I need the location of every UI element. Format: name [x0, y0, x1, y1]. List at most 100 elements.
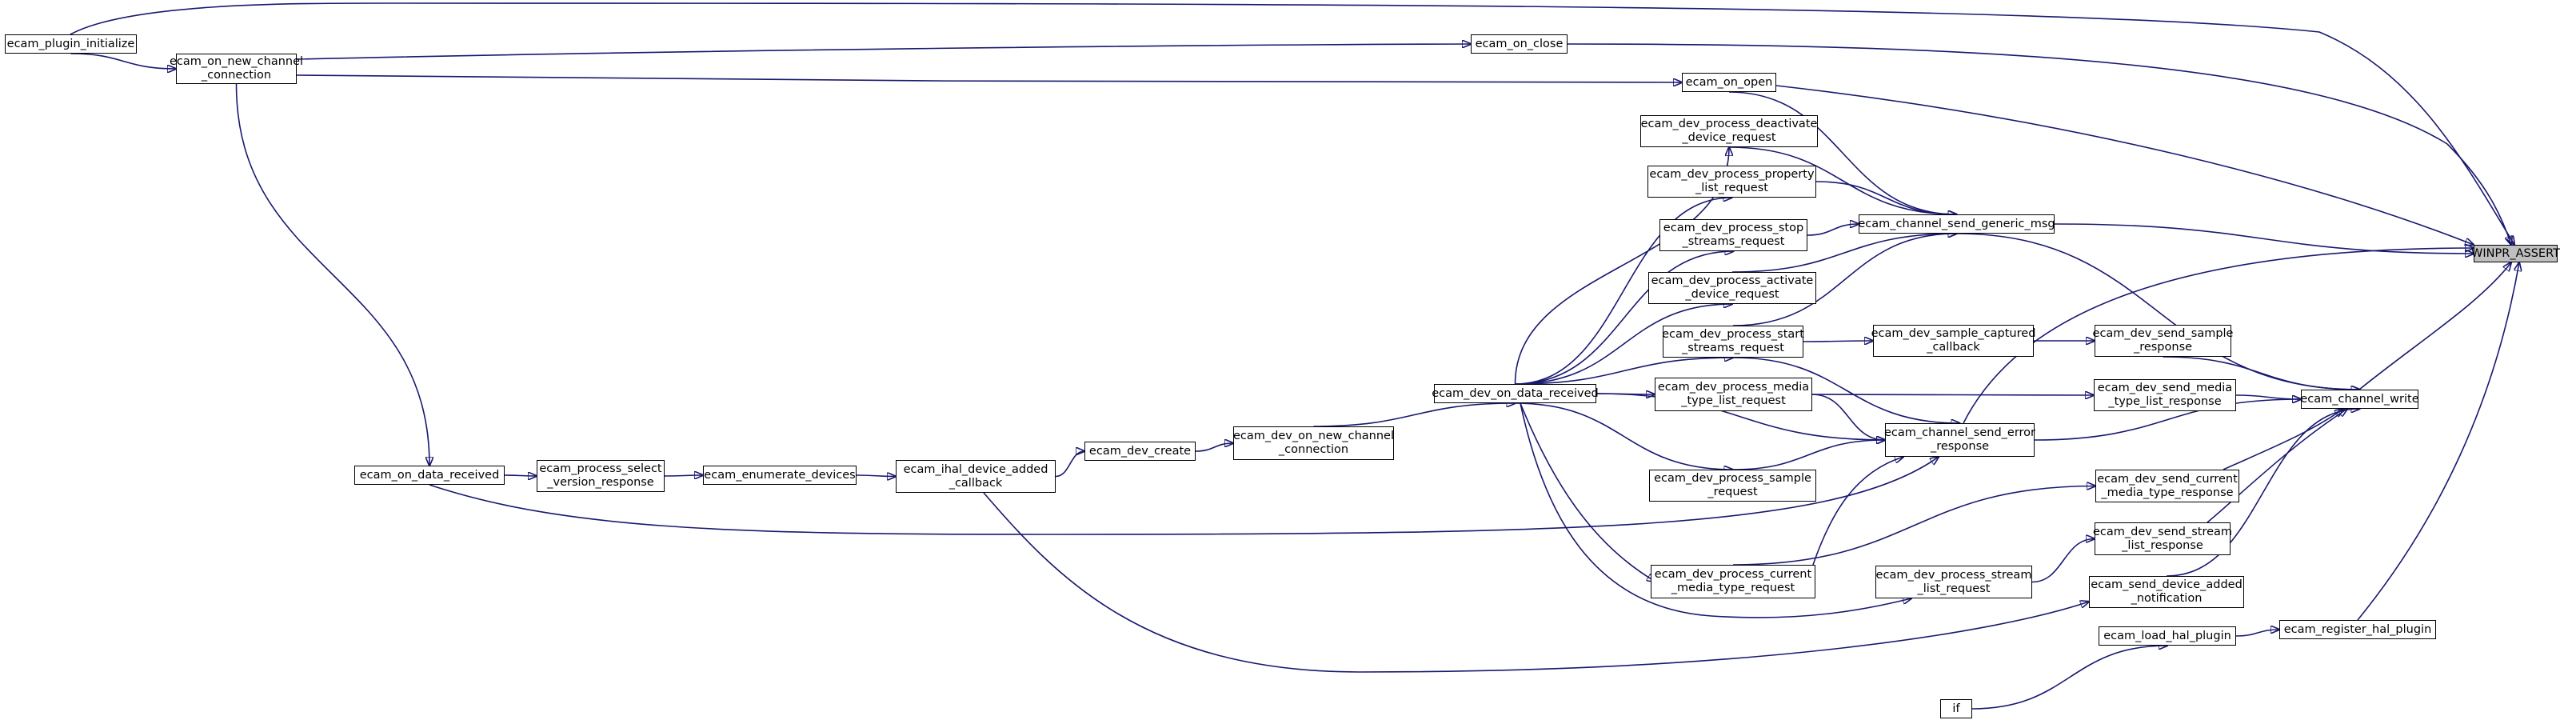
edge-dev-on-data-received-to-property	[1515, 198, 1732, 385]
edge-dev-on-data-received-to-sample-request	[1515, 402, 1733, 470]
node-ecam-dev-send-stream-list-response[interactable]: ecam_dev_send_stream_list_response	[2092, 522, 2233, 555]
node-label-line-1: ecam_dev_process_current	[1654, 568, 1812, 581]
node-label: ecam_register_hal_plugin	[2283, 622, 2432, 636]
edge-send-sample-response-to-channel-write	[2163, 356, 2360, 390]
edge-dev-on-data-received-to-stop-streams	[1515, 251, 1734, 385]
edge-sample-request-to-channel-send-error	[1732, 440, 1886, 470]
edge-ihal-device-added-to-dev-create	[1055, 451, 1084, 478]
edge-media-type-list-to-send-media-type-list	[1811, 394, 2094, 395]
edge-media-type-list-to-channel-send-error	[1811, 394, 1885, 440]
node-ecam-dev-send-media-type-list-response[interactable]: ecam_dev_send_media_type_list_response	[2094, 379, 2236, 411]
node-label-line-1: ecam_dev_process_deactivate	[1640, 118, 1818, 130]
edge-register-hal-plugin-to-winpr-assert	[2357, 262, 2519, 621]
node-ecam-plugin-initialize[interactable]: ecam_plugin_initialize	[5, 34, 137, 54]
edge-dev-on-data-received-to-channel-send-error	[1596, 393, 1885, 440]
node-ecam-channel-write[interactable]: ecam_channel_write	[2300, 390, 2419, 409]
node-ecam-dev-on-new-channel-connection[interactable]: ecam_dev_on_new_channel_connection	[1233, 426, 1394, 460]
edge-load-hal-plugin-to-register-hal-plugin	[2235, 630, 2279, 637]
node-label-line-2: _notification	[2131, 592, 2203, 605]
node-ecam-dev-sample-captured-callback[interactable]: ecam_dev_sample_captured_callback	[1871, 325, 2036, 357]
node-ecam-dev-process-media-type-list-request[interactable]: ecam_dev_process_media_type_list_request	[1655, 378, 1812, 411]
node-label-line-2: _list_request	[1917, 582, 1991, 595]
node-label-line-2: _media_type_response	[2101, 486, 2234, 499]
node-ecam-channel-send-generic-msg[interactable]: ecam_channel_send_generic_msg	[1858, 214, 2055, 234]
edge-current-media-type-to-channel-send-error	[1812, 457, 1903, 566]
node-label-line-1: ecam_dev_send_stream	[2092, 525, 2233, 538]
edge-send-media-type-list-to-channel-write	[2235, 394, 2301, 399]
node-label-line-2: _callback	[949, 476, 1003, 490]
edge-dev-create-to-dev-on-new-channel	[1195, 443, 1233, 452]
node-label-line-1: ecam_ihal_device_added	[903, 462, 1048, 476]
node-ecam-dev-create[interactable]: ecam_dev_create	[1084, 442, 1196, 461]
node-label-line-2: _list_response	[2122, 538, 2203, 552]
edge-channel-write-to-winpr-assert	[2358, 262, 2511, 390]
node-ecam-dev-process-property-list-request[interactable]: ecam_dev_process_property_list_request	[1647, 166, 1816, 198]
node-label-line-1: ecam_dev_sample_captured	[1871, 327, 2036, 340]
node-ecam-on-data-received[interactable]: ecam_on_data_received	[354, 466, 505, 485]
node-ecam-dev-process-deactivate-device-request[interactable]: ecam_dev_process_deactivate_device_reque…	[1640, 115, 1818, 147]
node-ecam-dev-process-sample-request[interactable]: ecam_dev_process_sample_request	[1649, 470, 1816, 502]
edge-channel-send-error-to-winpr-assert	[1963, 248, 2474, 424]
node-label-line-1: ecam_dev_process_start	[1662, 328, 1804, 341]
node-label-line-2: _connection	[201, 69, 272, 82]
node-ecam-dev-process-activate-device-request[interactable]: ecam_dev_process_activate_device_request	[1648, 272, 1816, 304]
node-ecam-dev-process-stop-streams-request[interactable]: ecam_dev_process_stop_streams_request	[1659, 219, 1807, 251]
node-ecam-dev-send-sample-response[interactable]: ecam_dev_send_sample_response	[2093, 325, 2233, 357]
edge-dev-on-new-channel-to-dev-on-data-received	[1313, 403, 1516, 427]
node-label-line-1: ecam_send_device_added	[2091, 578, 2243, 591]
node-label: ecam_on_close	[1475, 37, 1564, 50]
node-ecam-on-open[interactable]: ecam_on_open	[1682, 73, 1776, 92]
edge-activate-to-channel-send-generic	[1731, 234, 1957, 273]
node-ecam-ihal-device-added-callback[interactable]: ecam_ihal_device_added_callback	[896, 460, 1056, 493]
edge-dev-on-data-received-to-activate	[1515, 304, 1733, 385]
edge-select-version-to-enumerate-devices	[664, 475, 703, 476]
edge-enumerate-devices-to-ihal-device-added	[856, 475, 896, 477]
node-label-line-1: ecam_on_new_channel	[169, 55, 304, 68]
node-ecam-dev-on-data-received[interactable]: ecam_dev_on_data_received	[1432, 384, 1599, 403]
node-winpr-assert[interactable]: WINPR_ASSERT	[2471, 245, 2560, 262]
edge-send-stream-list-to-channel-write	[2207, 409, 2347, 523]
node-label: ecam_channel_send_generic_msg	[1858, 217, 2055, 230]
edge-channel-send-generic-to-winpr-assert	[2054, 223, 2474, 254]
node-label: ecam_enumerate_devices	[704, 468, 856, 482]
node-label-line-2: _callback	[1927, 341, 1980, 354]
edge-property-to-channel-send-generic	[1815, 181, 1957, 214]
node-ecam-load-hal-plugin[interactable]: ecam_load_hal_plugin	[2099, 626, 2236, 646]
node-ecam-dev-process-stream-list-request[interactable]: ecam_dev_process_stream_list_request	[1875, 566, 2032, 598]
node-label-line-2: _streams_request	[1682, 342, 1784, 354]
node-label-line-1: ecam_dev_on_new_channel	[1232, 430, 1395, 442]
node-ecam-dev-process-current-media-type-request[interactable]: ecam_dev_process_current_media_type_requ…	[1651, 565, 1815, 598]
edge-if-node-to-load-hal-plugin	[1971, 646, 2167, 710]
node-ecam-channel-send-error-response[interactable]: ecam_channel_send_error_response	[1884, 423, 2035, 457]
edge-on-open-to-winpr-assert	[1775, 85, 2474, 245]
node-ecam-dev-process-start-streams-request[interactable]: ecam_dev_process_start_streams_request	[1662, 326, 1804, 358]
node-ecam-register-hal-plugin[interactable]: ecam_register_hal_plugin	[2279, 620, 2436, 639]
node-ecam-dev-send-current-media-type-response[interactable]: ecam_dev_send_current_media_type_respons…	[2095, 470, 2239, 502]
node-label-line-1: ecam_dev_process_media	[1657, 381, 1810, 394]
node-ecam-enumerate-devices[interactable]: ecam_enumerate_devices	[703, 466, 857, 485]
node-if[interactable]: if	[1940, 699, 1972, 718]
node-label-line-2: _connection	[1278, 443, 1349, 456]
node-label-line-2: _type_list_response	[2108, 395, 2222, 408]
node-label-line-2: _response	[2133, 341, 2193, 354]
node-label: WINPR_ASSERT	[2471, 246, 2560, 260]
node-ecam-send-device-added-notification[interactable]: ecam_send_device_added_notification	[2089, 576, 2244, 608]
edge-stream-list-request-to-send-stream-list	[2031, 539, 2095, 583]
node-label-line-1: ecam_dev_process_stream	[1875, 568, 2032, 582]
node-label: ecam_on_data_received	[359, 468, 500, 482]
node-label-line-2: _device_request	[1682, 131, 1776, 144]
edge-current-media-type-to-send-current-media	[1732, 486, 2095, 566]
node-label-line-2: _media_type_request	[1671, 582, 1795, 594]
edge-start-streams-to-sample-captured	[1803, 341, 1873, 342]
node-label-line-2: _version_response	[547, 476, 654, 489]
node-ecam-on-close[interactable]: ecam_on_close	[1471, 34, 1568, 54]
node-ecam-on-new-channel-connection[interactable]: ecam_on_new_channel_connection	[170, 54, 303, 84]
node-label: ecam_dev_create	[1088, 444, 1192, 458]
node-label-line-1: ecam_dev_process_activate	[1651, 274, 1814, 287]
edge-on-close-to-winpr-assert	[1567, 43, 2511, 245]
node-label-line-1: ecam_dev_process_property	[1649, 168, 1815, 181]
edge-on-data-received-to-channel-send-error	[429, 457, 1939, 535]
node-ecam-process-select-version-response[interactable]: ecam_process_select_version_response	[537, 460, 665, 492]
edge-on-open-to-channel-send-generic	[1728, 91, 1957, 214]
node-label-line-1: ecam_process_select	[539, 462, 662, 475]
